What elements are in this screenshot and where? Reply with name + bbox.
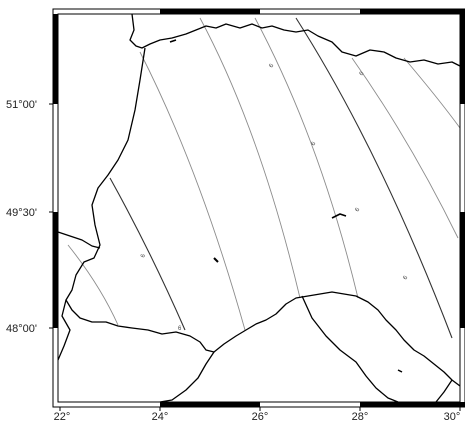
country-border <box>129 13 461 67</box>
contour-line <box>109 177 186 331</box>
contour-line <box>199 17 301 299</box>
frame-segment <box>460 212 465 328</box>
y-tick-label: 49°30' <box>6 207 37 219</box>
contour-line <box>351 57 459 239</box>
frame-segment <box>460 14 465 104</box>
frame-segment <box>53 14 58 104</box>
border-lines <box>57 13 461 403</box>
country-border <box>57 299 71 361</box>
x-tick-label: 28° <box>352 411 369 423</box>
contour-line <box>295 17 453 339</box>
contour-labels: 6 6 6 6 6 6 6 <box>140 63 409 332</box>
lake <box>169 39 177 43</box>
contour-label: 6 <box>403 275 410 281</box>
contour-label: 6 <box>311 141 318 147</box>
contour-line <box>254 17 359 299</box>
frame-segment <box>360 402 465 407</box>
country-border <box>57 231 101 249</box>
contour-label: 6 <box>178 326 182 332</box>
lake <box>331 213 347 219</box>
contour-lines <box>67 17 461 339</box>
x-axis-labels: 22° 24° 26° 28° 30° <box>54 411 461 423</box>
contour-line <box>403 57 461 129</box>
contour-label: 6 <box>359 70 366 77</box>
lake <box>213 257 219 263</box>
frame-segment <box>53 212 58 328</box>
contour-label: 6 <box>355 207 362 213</box>
map-frame <box>52 8 465 408</box>
map-background <box>58 14 460 402</box>
country-border <box>65 47 461 387</box>
contour-label: 6 <box>269 63 276 69</box>
country-border <box>435 379 453 403</box>
frame-segment <box>160 402 260 407</box>
y-axis-labels: 51°00' 49°30' 48°00' <box>6 99 37 335</box>
x-tick-label: 24° <box>152 411 169 423</box>
country-border <box>301 295 399 403</box>
country-border <box>159 351 215 403</box>
frame-segment <box>360 9 465 14</box>
contour-line <box>139 51 246 331</box>
y-tick-label: 48°00' <box>6 323 37 335</box>
x-tick-label: 22° <box>54 411 71 423</box>
lake <box>397 369 403 373</box>
contour-label: 6 <box>140 253 147 259</box>
tick-marks <box>49 103 461 411</box>
x-tick-label: 26° <box>252 411 269 423</box>
x-tick-label: 30° <box>444 411 461 423</box>
y-tick-label: 51°00' <box>6 99 37 111</box>
frame-segment <box>160 9 260 14</box>
contour-line <box>67 244 119 326</box>
